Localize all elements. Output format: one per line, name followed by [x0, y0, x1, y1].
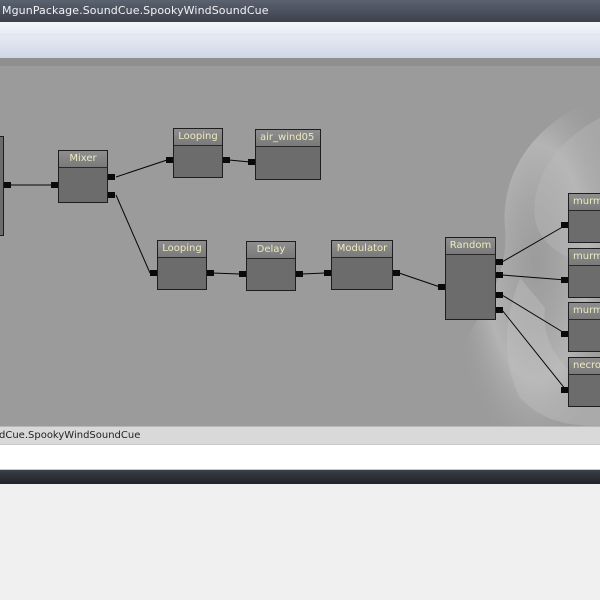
- properties-panel: [0, 484, 600, 600]
- node-wave-air-wind[interactable]: air_wind05: [255, 129, 321, 180]
- object-path-text: dCue.SpookyWindSoundCue: [0, 430, 141, 441]
- looping-output-pin[interactable]: [207, 270, 214, 276]
- node-mixer[interactable]: Mixer: [58, 150, 108, 203]
- node-title: murm: [569, 249, 600, 266]
- node-wave-murm[interactable]: murm: [568, 193, 600, 243]
- random-output-pin[interactable]: [496, 307, 503, 313]
- random-output-pin[interactable]: [496, 259, 503, 265]
- node-title: Looping: [158, 241, 206, 258]
- node-wave-murm[interactable]: murm: [568, 248, 600, 298]
- wave-input-pin[interactable]: [561, 222, 568, 228]
- node-title: Modulator: [332, 241, 392, 258]
- delay-output-pin[interactable]: [296, 271, 303, 277]
- modulator-output-pin[interactable]: [393, 270, 400, 276]
- looping-output-pin[interactable]: [223, 157, 230, 163]
- random-output-pin[interactable]: [496, 292, 503, 298]
- canvas-top-shade: [0, 58, 600, 66]
- properties-panel-divider[interactable]: [0, 470, 600, 484]
- window-title-bar[interactable]: MgunPackage.SoundCue.SpookyWindSoundCue: [0, 0, 600, 23]
- wave-input-pin[interactable]: [561, 331, 568, 337]
- node-wave-murm[interactable]: murm: [568, 302, 600, 352]
- output-node-partial[interactable]: [0, 136, 4, 236]
- node-random[interactable]: Random: [445, 237, 496, 320]
- toolbar-area: [0, 22, 600, 59]
- node-title: murm: [569, 194, 600, 211]
- node-title: Delay: [247, 242, 295, 259]
- looping-input-pin[interactable]: [150, 270, 157, 276]
- node-title: murm: [569, 303, 600, 320]
- wave-input-pin[interactable]: [561, 277, 568, 283]
- window-title: MgunPackage.SoundCue.SpookyWindSoundCue: [2, 4, 269, 17]
- output-node-pin[interactable]: [4, 182, 11, 188]
- wave-input-pin[interactable]: [561, 387, 568, 393]
- node-title: air_wind05: [256, 130, 320, 147]
- node-title: necro: [569, 358, 600, 375]
- node-title: Random: [446, 238, 495, 255]
- node-wave-necro[interactable]: necro: [568, 357, 600, 407]
- node-title: Looping: [174, 129, 222, 146]
- toolbar-divider: [0, 34, 600, 35]
- delay-input-pin[interactable]: [239, 271, 246, 277]
- object-path-bar: dCue.SpookyWindSoundCue: [0, 426, 600, 445]
- modulator-input-pin[interactable]: [324, 270, 331, 276]
- node-delay[interactable]: Delay: [246, 241, 296, 291]
- sound-cue-graph-canvas[interactable]: Mixer Looping air_wind05 Looping Delay M…: [0, 58, 600, 426]
- node-looping[interactable]: Looping: [173, 128, 223, 178]
- graph-wires: [7, 159, 567, 391]
- mixer-input-pin[interactable]: [51, 182, 58, 188]
- mixer-output-pin[interactable]: [108, 174, 115, 180]
- node-modulator[interactable]: Modulator: [331, 240, 393, 290]
- looping-input-pin[interactable]: [166, 157, 173, 163]
- wave-input-pin[interactable]: [248, 159, 255, 165]
- properties-header-strip: [0, 444, 600, 470]
- node-title: Mixer: [59, 151, 107, 168]
- random-input-pin[interactable]: [438, 284, 445, 290]
- random-output-pin[interactable]: [496, 272, 503, 278]
- mixer-output-pin[interactable]: [108, 192, 115, 198]
- node-looping[interactable]: Looping: [157, 240, 207, 290]
